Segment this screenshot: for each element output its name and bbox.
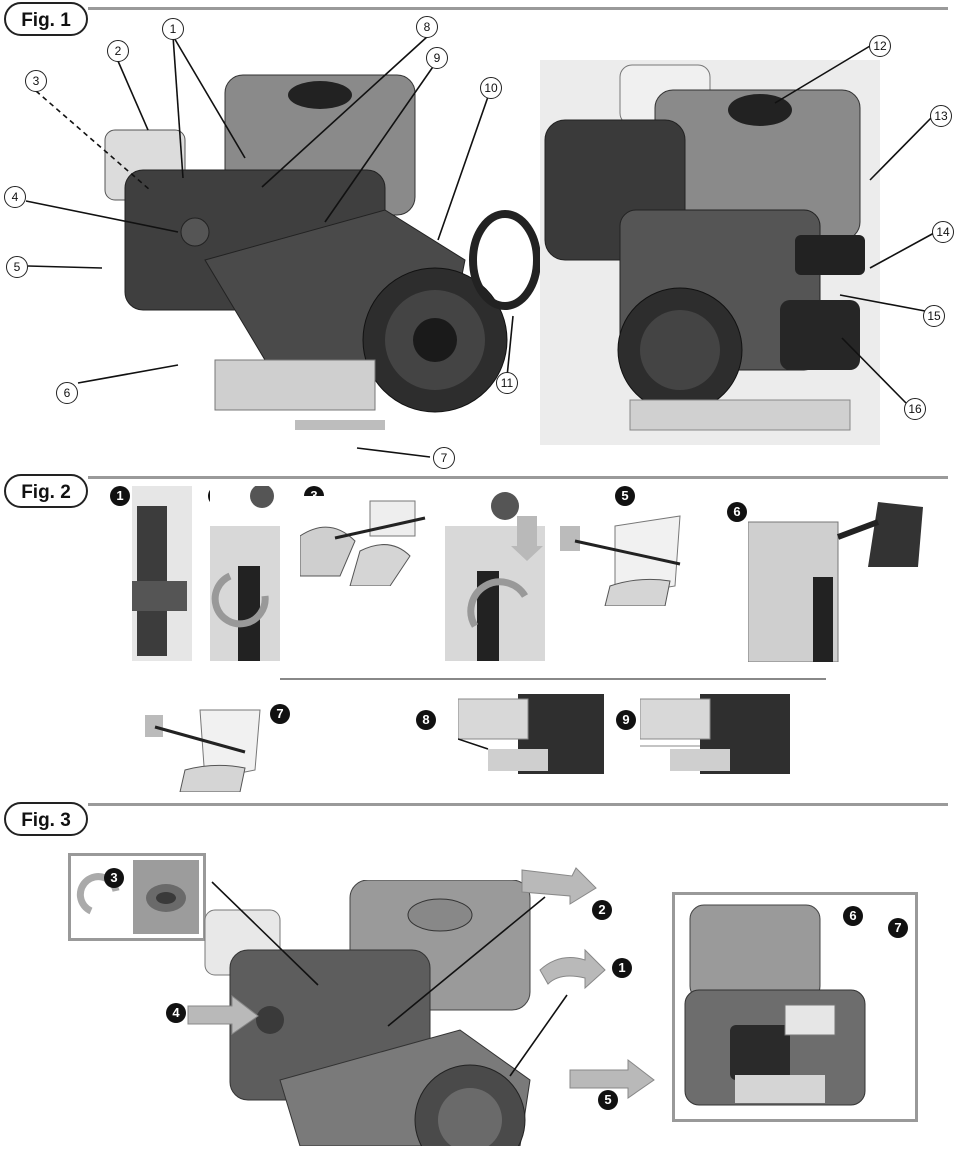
fig-3-step-4: 4 <box>166 1003 186 1023</box>
fig-3-step-3: 3 <box>104 868 124 888</box>
fig-1-label: Fig. 1 <box>4 2 88 36</box>
fig-3-step-7: 7 <box>888 918 908 938</box>
fig-2-step-5: 5 <box>615 486 635 506</box>
fig-2-step-1: 1 <box>110 486 130 506</box>
fig-2-step-6: 6 <box>727 502 747 522</box>
callout-4: 4 <box>4 186 26 208</box>
fig-2-panel-7 <box>145 700 265 792</box>
fig-2-divider <box>88 476 948 479</box>
fig-2-panel-3 <box>300 496 430 586</box>
callout-6: 6 <box>56 382 78 404</box>
fig-2-step-8: 8 <box>416 710 436 730</box>
callout-5: 5 <box>6 256 28 278</box>
fig-1-engine-left <box>85 60 545 450</box>
fig-3-divider <box>88 803 948 806</box>
fig-2-step-9: 9 <box>616 710 636 730</box>
fig-2-label: Fig. 2 <box>4 474 88 508</box>
callout-14: 14 <box>932 221 954 243</box>
fig-1-engine-right <box>540 60 880 445</box>
callout-10: 10 <box>480 77 502 99</box>
callout-13: 13 <box>930 105 952 127</box>
callout-3: 3 <box>25 70 47 92</box>
fig-3-step-1: 1 <box>612 958 632 978</box>
fig-3-label: Fig. 3 <box>4 802 88 836</box>
fig-3-step-6: 6 <box>843 906 863 926</box>
callout-7: 7 <box>433 447 455 469</box>
fig-3-step-2: 2 <box>592 900 612 920</box>
fig-2-panel-5 <box>560 506 690 606</box>
fig-2-inner-divider <box>280 678 826 680</box>
callout-12: 12 <box>869 35 891 57</box>
fig-2-panel-6 <box>748 482 928 662</box>
fig-2-panel-8 <box>458 694 604 774</box>
fig-3-engine-main <box>200 879 580 1151</box>
fig-1-divider <box>88 7 948 10</box>
fig-3-step-5: 5 <box>598 1090 618 1110</box>
callout-11: 11 <box>496 372 518 394</box>
callout-1: 1 <box>162 18 184 40</box>
callout-16: 16 <box>904 398 926 420</box>
fig-2-panel-2 <box>210 486 280 661</box>
callout-8: 8 <box>416 16 438 38</box>
fig-2-panel-4 <box>445 486 545 661</box>
callout-15: 15 <box>923 305 945 327</box>
fig-2-panel-1 <box>132 486 192 661</box>
fig-2-panel-9 <box>640 694 790 774</box>
callout-9: 9 <box>426 47 448 69</box>
fig-3-inset-choke <box>68 853 206 941</box>
fig-2-step-7: 7 <box>270 704 290 724</box>
fig-3-inset-right <box>672 892 918 1122</box>
callout-2: 2 <box>107 40 129 62</box>
